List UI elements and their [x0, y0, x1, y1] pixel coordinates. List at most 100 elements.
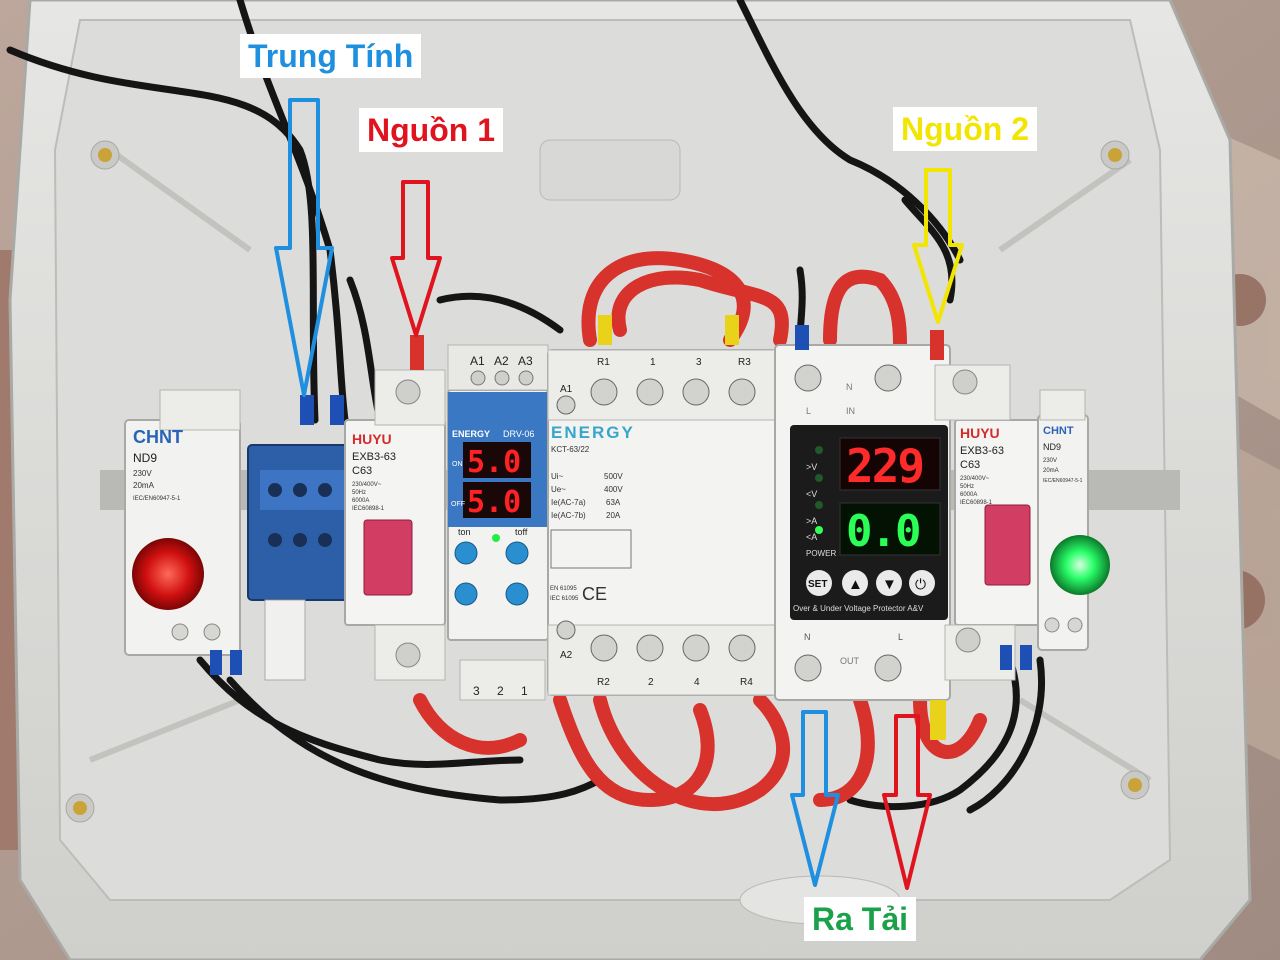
set-button-label: SET: [808, 579, 827, 590]
neutral-terminal-block: [247, 444, 359, 681]
contactor-terminal-r1: R1: [597, 357, 610, 368]
contactor-a1-label: A1: [560, 384, 573, 395]
right-breaker-voltage: 230/400V~: [960, 476, 990, 482]
contactor-a2-label: A2: [560, 650, 573, 661]
toff-dial-2: [505, 582, 529, 606]
contactor-standard-1: EN 61095: [550, 586, 577, 592]
protector-output-label: OUT: [840, 656, 860, 666]
contactor-terminal-3: 3: [696, 357, 702, 368]
right-indicator-standard: IEC/EN60947-5-1: [1043, 478, 1083, 484]
power-button-icon: ⏻: [915, 576, 926, 592]
right-indicator-model: ND9: [1043, 442, 1061, 452]
red-indicator-lamp: [132, 538, 204, 610]
led-label-under-a: <A: [806, 532, 817, 542]
left-breaker-rating: C63: [352, 465, 372, 477]
contactor: R1 1 3 R3 A1 ENERGY KCT-63/22 Ui~ 500V U…: [547, 349, 777, 696]
timer-model: DRV-06: [503, 429, 534, 439]
left-indicator-brand: CHNT: [133, 427, 183, 447]
current-display: [839, 502, 941, 556]
contactor-ue-value: 400V: [604, 485, 623, 494]
voltage-protector: N L IN N L OUT 229 0.0 >V <V >A <A POWER…: [774, 344, 951, 701]
left-breaker-voltage: 230/400V~: [352, 482, 382, 488]
contactor-ui-label: Ui~: [551, 472, 564, 481]
right-indicator-light: CHNT ND9 230V 20mA IEC/EN60947-5-1: [1037, 389, 1110, 651]
right-breaker-standard: IEC60898-1: [960, 500, 993, 506]
led-label-under-v: <V: [806, 489, 817, 499]
contactor-terminal-r3: R3: [738, 357, 751, 368]
up-button: [842, 570, 868, 596]
power-led: [815, 526, 823, 534]
load-out-arrow-blue: [790, 710, 840, 887]
green-indicator-lamp: [1050, 535, 1110, 595]
source1-arrow: [390, 180, 442, 337]
timer-terminal-a2: A2: [494, 354, 509, 368]
voltage-reading: 229: [846, 439, 923, 493]
red-wires: [413, 251, 987, 812]
load-out-arrow-red: [882, 714, 932, 890]
contactor-model: KCT-63/22: [551, 445, 590, 454]
right-breaker-model: EXB3-63: [960, 445, 1004, 457]
contactor-ce-mark: CE: [582, 584, 607, 604]
left-circuit-breaker: HUYU EXB3-63 C63 230/400V~ 50Hz 6000A IE…: [344, 369, 446, 681]
ton-dial-1: [454, 541, 478, 565]
timer-terminal-2: 2: [497, 684, 504, 698]
right-breaker-brand: HUYU: [960, 425, 1000, 441]
timer-status-led: [492, 534, 500, 542]
current-reading: 0.0: [846, 506, 919, 557]
protector-caption: Over & Under Voltage Protector A&V: [793, 604, 924, 613]
left-breaker-model: EXB3-63: [352, 451, 396, 463]
timer-off-label: OFF: [451, 501, 465, 508]
protector-bottom-l: L: [898, 632, 903, 642]
contactor-schematic: [550, 529, 632, 569]
left-breaker-capacity: 6000A: [352, 498, 369, 504]
timer-terminal-1: 1: [521, 684, 528, 698]
left-indicator-rating: 230V: [133, 469, 152, 478]
toff-dial-1: [505, 541, 529, 565]
timer-on-label: ON: [452, 461, 463, 468]
screw-posts: [65, 140, 1150, 823]
timer-terminal-3: 3: [473, 684, 480, 698]
timer-brand: ENERGY: [452, 429, 490, 439]
source1-label: Nguồn 1: [359, 108, 503, 152]
contactor-brand: ENERGY: [551, 423, 635, 442]
protector-top-n: N: [846, 382, 853, 392]
left-breaker-brand: HUYU: [352, 431, 392, 447]
right-breaker-rating: C63: [960, 459, 980, 471]
timer-terminal-a3: A3: [518, 354, 533, 368]
protector-bottom-n: N: [804, 632, 811, 642]
knockout-top: [539, 139, 681, 201]
contactor-terminal-2: 2: [648, 677, 654, 688]
timer-terminal-a1: A1: [470, 354, 485, 368]
power-button: [909, 570, 935, 596]
contactor-ie7b-value: 20A: [606, 511, 621, 520]
contactor-ie7a-label: Ie(AC-7a): [551, 498, 586, 507]
wire-connectors: [210, 315, 1032, 740]
led-label-over-v: >V: [806, 462, 817, 472]
protector-input-label: IN: [846, 406, 855, 416]
timer-on-value: 5.0: [467, 445, 521, 480]
left-indicator-standard: IEC/EN60947-5-1: [133, 496, 181, 502]
right-breaker-freq: 50Hz: [960, 484, 974, 490]
timer-relay: A1 A2 A3 ENERGY DRV-06 5.0 ON 5.0 OFF to…: [447, 344, 549, 701]
down-button: [876, 570, 902, 596]
neutral-label: Trung Tính: [240, 34, 422, 78]
left-breaker-standard: IEC60898-1: [352, 506, 385, 512]
contactor-terminal-r2: R2: [597, 677, 610, 688]
up-button-icon: ▲: [848, 576, 863, 593]
left-indicator-light: CHNT ND9 230V 20mA IEC/EN60947-5-1: [124, 389, 241, 656]
contactor-ue-label: Ue~: [551, 485, 566, 494]
right-indicator-current: 20mA: [1043, 468, 1059, 474]
left-indicator-model: ND9: [133, 451, 157, 465]
down-button-icon: ▼: [882, 576, 897, 593]
right-indicator-brand: CHNT: [1043, 425, 1074, 437]
left-breaker-toggle: [363, 519, 413, 596]
right-breaker-capacity: 6000A: [960, 492, 977, 498]
left-breaker-freq: 50Hz: [352, 490, 366, 496]
source2-arrow: [912, 168, 964, 324]
load-out-label: Ra Tải: [804, 897, 917, 941]
neutral-arrow: [274, 98, 334, 397]
voltage-display: [839, 437, 941, 491]
source2-label: Nguồn 2: [893, 107, 1037, 151]
contactor-terminal-r4: R4: [740, 677, 753, 688]
